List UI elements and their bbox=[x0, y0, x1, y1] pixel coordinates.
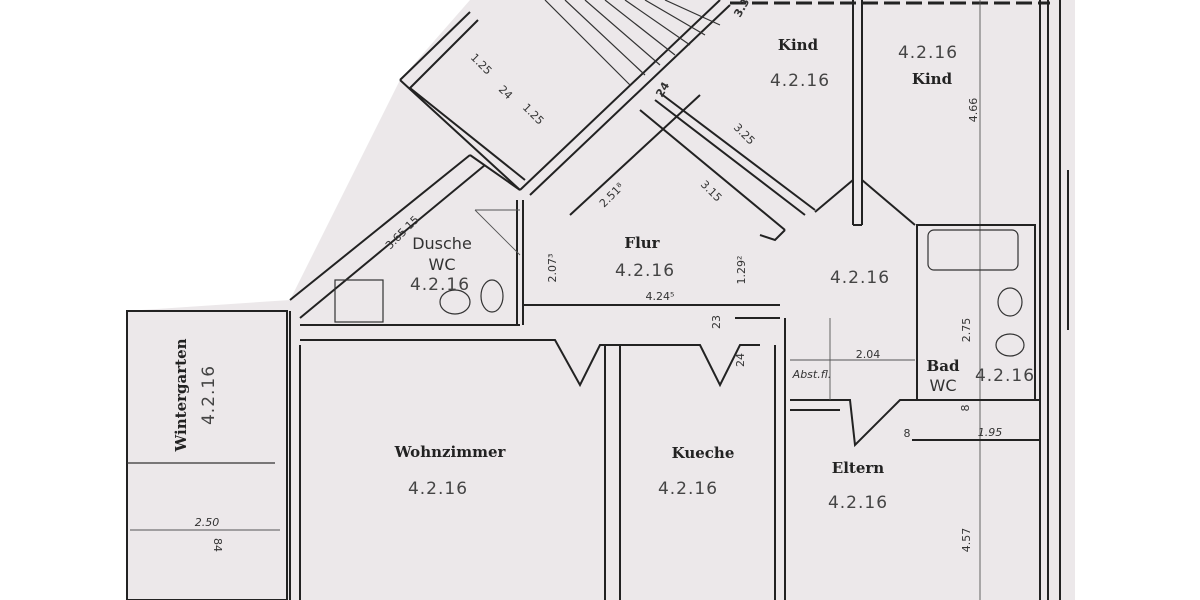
dim-label: 2.04 bbox=[856, 348, 881, 361]
room-wohnzimmer-date: 4.2.16 bbox=[408, 479, 468, 499]
dim-label: 84 bbox=[211, 538, 224, 552]
dim-label: Abst.fl. bbox=[792, 368, 832, 381]
room-kueche-date: 4.2.16 bbox=[658, 479, 718, 499]
dim-label: 24 bbox=[734, 353, 747, 367]
diagonal-outer-wall bbox=[289, 154, 521, 319]
room-bad-sub: WC bbox=[930, 376, 957, 395]
staircase bbox=[399, 0, 816, 242]
east-wall bbox=[1039, 0, 1069, 600]
room-wintergarten-name: Wintergarten bbox=[172, 338, 190, 452]
room-kind-1-name: Kind bbox=[778, 36, 819, 54]
kueche-walls bbox=[604, 317, 786, 600]
dim-label: 8 bbox=[904, 427, 911, 440]
room-eltern-name: Eltern bbox=[832, 459, 885, 477]
room-kind-1-date: 4.2.16 bbox=[770, 71, 830, 91]
dim-label: 4.66 bbox=[967, 98, 980, 123]
room-flur-date: 4.2.16 bbox=[615, 261, 675, 281]
dim-label: 2.07³ bbox=[546, 254, 559, 283]
room-bad-date: 4.2.16 bbox=[975, 366, 1035, 386]
plan-paper bbox=[127, 0, 1075, 600]
dim-label: 2.75 bbox=[960, 318, 973, 343]
dim-label: 1.25 bbox=[520, 101, 547, 128]
west-wall bbox=[286, 311, 301, 600]
room-flur-name: Flur bbox=[624, 234, 660, 252]
dim-label: 1.25 bbox=[468, 51, 495, 78]
room-wohnzimmer-name: Wohnzimmer bbox=[394, 443, 507, 461]
room-kind-2-name: Kind bbox=[912, 70, 953, 88]
dim-label: 1.29² bbox=[735, 256, 748, 285]
room-kind-2-date: 4.2.16 bbox=[898, 43, 958, 63]
room-dusche-sub: WC bbox=[429, 255, 456, 274]
wintergarten-outline bbox=[126, 310, 288, 600]
dim-label: 24 bbox=[653, 79, 672, 99]
dim-label: 1.95 bbox=[978, 426, 1003, 439]
flur-wall bbox=[300, 304, 780, 388]
dim-label: 24 bbox=[496, 83, 515, 102]
dim-label: 3.15 bbox=[698, 178, 725, 205]
dim-label: 8 bbox=[959, 405, 972, 412]
dim-label: 2.50 bbox=[195, 516, 220, 529]
dim-label: 3.35² bbox=[731, 0, 758, 20]
dim-label: 3.25 bbox=[731, 121, 758, 148]
room-hall-date: 4.2.16 bbox=[830, 268, 890, 288]
room-eltern-date: 4.2.16 bbox=[828, 493, 888, 513]
room-dusche-date: 4.2.16 bbox=[410, 275, 470, 295]
room-bad-name: Bad bbox=[927, 357, 960, 375]
kind-partition bbox=[814, 0, 916, 226]
room-kueche-name: Kueche bbox=[672, 444, 735, 462]
dim-label: 23 bbox=[710, 315, 723, 329]
dim-label: 2.51⁸ bbox=[597, 180, 627, 210]
room-dusche-name: Dusche bbox=[412, 234, 472, 253]
dim-label: 4.57 bbox=[960, 528, 973, 553]
room-wintergarten-date: 4.2.16 bbox=[199, 365, 219, 425]
dim-label: 4.24⁵ bbox=[646, 290, 675, 303]
